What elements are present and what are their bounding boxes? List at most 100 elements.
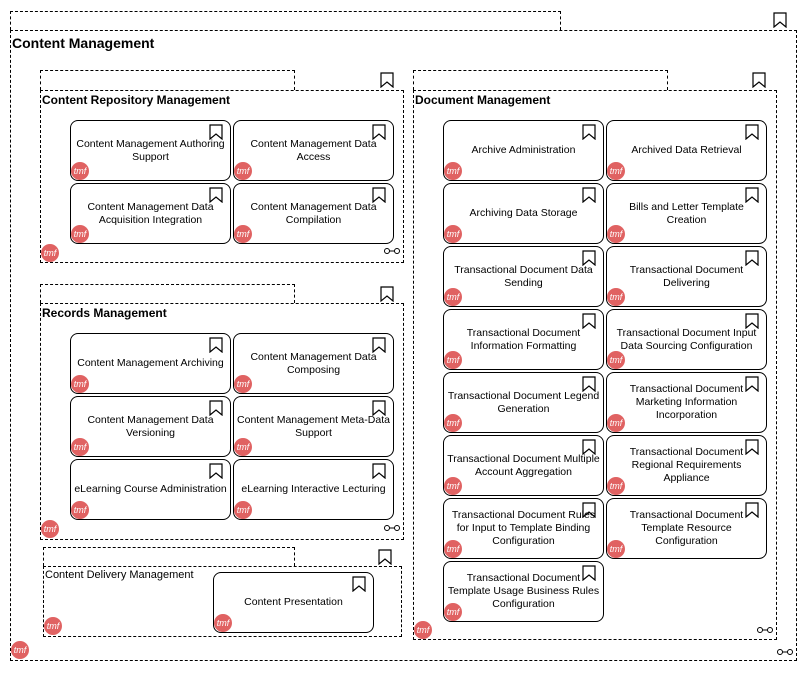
- component-card[interactable]: Content Management Authoring Support tmf: [70, 120, 231, 181]
- component-label: Content Management Data Acquisition Inte…: [87, 200, 214, 226]
- bookmark-icon: [582, 502, 596, 518]
- records-group: [40, 303, 404, 540]
- component-card[interactable]: eLearning Interactive Lecturing tmf: [233, 459, 394, 520]
- link-icon: [757, 627, 773, 633]
- tmf-badge: tmf: [234, 162, 252, 180]
- component-card[interactable]: Transactional Document Regional Requirem…: [606, 435, 767, 496]
- bookmark-icon: [582, 376, 596, 392]
- component-card[interactable]: Transactional Document Legend Generation…: [443, 372, 604, 433]
- tmf-badge: tmf: [71, 501, 89, 519]
- bookmark-icon: [582, 313, 596, 329]
- tmf-badge: tmf: [11, 641, 29, 659]
- bookmark-icon: [209, 187, 223, 203]
- bookmark-icon: [372, 463, 386, 479]
- tmf-badge: tmf: [444, 477, 462, 495]
- component-label: Content Management Data Composing: [250, 350, 377, 376]
- component-label: Bills and Letter Template Creation: [629, 200, 744, 226]
- tmf-badge: tmf: [607, 225, 625, 243]
- tmf-badge: tmf: [71, 438, 89, 456]
- component-card[interactable]: Transactional Document Template Resource…: [606, 498, 767, 559]
- component-card[interactable]: Content Management Data Composing tmf: [233, 333, 394, 394]
- component-card[interactable]: Transactional Document Information Forma…: [443, 309, 604, 370]
- component-label: eLearning Course Administration: [74, 483, 227, 495]
- component-label: Archive Administration: [471, 144, 576, 156]
- component-card[interactable]: Content Management Data Acquisition Inte…: [70, 183, 231, 244]
- tmf-badge: tmf: [44, 617, 62, 635]
- bookmark-icon: [745, 124, 759, 140]
- component-label: Content Management Meta-Data Support: [237, 413, 390, 439]
- bookmark-icon: [745, 376, 759, 392]
- bookmark-icon: [378, 549, 392, 565]
- bookmark-icon: [745, 187, 759, 203]
- component-label: Transactional Document Rules for Input t…: [451, 509, 596, 547]
- document-group: [413, 90, 777, 640]
- link-icon: [777, 649, 793, 655]
- content-management-tab: [10, 11, 561, 30]
- bookmark-icon: [745, 439, 759, 455]
- component-card[interactable]: Content Management Data Compilation tmf: [233, 183, 394, 244]
- component-card[interactable]: Transactional Document Data Sending tmf: [443, 246, 604, 307]
- bookmark-icon: [582, 250, 596, 266]
- tmf-badge: tmf: [607, 414, 625, 432]
- component-card[interactable]: Transactional Document Multiple Account …: [443, 435, 604, 496]
- delivery-title: Content Delivery Management: [45, 569, 194, 581]
- component-card[interactable]: Content Management Meta-Data Support tmf: [233, 396, 394, 457]
- tmf-badge: tmf: [41, 244, 59, 262]
- tmf-badge: tmf: [444, 414, 462, 432]
- bookmark-icon: [745, 502, 759, 518]
- component-card[interactable]: Transactional Document Input Data Sourci…: [606, 309, 767, 370]
- component-label: Content Management Authoring Support: [76, 137, 225, 163]
- component-label: Transactional Document Multiple Account …: [447, 452, 600, 478]
- component-card[interactable]: Content Management Data Access tmf: [233, 120, 394, 181]
- delivery-tab: [43, 547, 295, 566]
- component-card[interactable]: Transactional Document Delivering tmf: [606, 246, 767, 307]
- tmf-badge: tmf: [607, 162, 625, 180]
- component-card[interactable]: Content Management Archiving tmf: [70, 333, 231, 394]
- bookmark-icon: [752, 72, 766, 88]
- bookmark-icon: [372, 124, 386, 140]
- repository-group: [40, 90, 404, 263]
- tmf-badge: tmf: [607, 540, 625, 558]
- component-card[interactable]: Archive Administration tmf: [443, 120, 604, 181]
- component-label: Transactional Document Template Usage Bu…: [447, 572, 600, 610]
- component-card[interactable]: Content Management Data Versioning tmf: [70, 396, 231, 457]
- bookmark-icon: [209, 337, 223, 353]
- tmf-badge: tmf: [444, 225, 462, 243]
- bookmark-icon: [582, 187, 596, 203]
- component-card[interactable]: Archiving Data Storage tmf: [443, 183, 604, 244]
- component-card[interactable]: Bills and Letter Template Creation tmf: [606, 183, 767, 244]
- component-label: Archived Data Retrieval: [631, 144, 742, 156]
- component-label: Transactional Document Delivering: [629, 263, 744, 289]
- tmf-badge: tmf: [414, 621, 432, 639]
- tmf-badge: tmf: [444, 288, 462, 306]
- component-label: Content Management Archiving: [77, 357, 224, 369]
- component-label: Transactional Document Legend Generation: [447, 389, 600, 415]
- repository-tab: [40, 70, 295, 90]
- bookmark-icon: [582, 439, 596, 455]
- repository-title: Content Repository Management: [42, 93, 231, 107]
- bookmark-icon: [209, 463, 223, 479]
- tmf-badge: tmf: [607, 351, 625, 369]
- bookmark-icon: [745, 313, 759, 329]
- delivery-group: [43, 566, 402, 637]
- link-icon: [384, 525, 400, 531]
- component-label: Content Presentation: [244, 596, 343, 608]
- tmf-badge: tmf: [444, 162, 462, 180]
- component-label: eLearning Interactive Lecturing: [241, 483, 386, 495]
- component-label: Transactional Document Information Forma…: [466, 326, 581, 352]
- tmf-badge: tmf: [214, 614, 232, 632]
- component-card[interactable]: eLearning Course Administration tmf: [70, 459, 231, 520]
- component-card[interactable]: Transactional Document Rules for Input t…: [443, 498, 604, 559]
- bookmark-icon: [745, 250, 759, 266]
- component-card[interactable]: Transactional Document Marketing Informa…: [606, 372, 767, 433]
- component-card[interactable]: Transactional Document Template Usage Bu…: [443, 561, 604, 622]
- tmf-badge: tmf: [234, 225, 252, 243]
- bookmark-icon: [773, 12, 787, 28]
- component-label: Content Management Data Versioning: [87, 413, 214, 439]
- component-card[interactable]: Content Presentation tmf: [213, 572, 374, 633]
- component-card[interactable]: Archived Data Retrieval tmf: [606, 120, 767, 181]
- tmf-badge: tmf: [444, 540, 462, 558]
- tmf-badge: tmf: [41, 520, 59, 538]
- tmf-badge: tmf: [234, 375, 252, 393]
- tmf-badge: tmf: [71, 225, 89, 243]
